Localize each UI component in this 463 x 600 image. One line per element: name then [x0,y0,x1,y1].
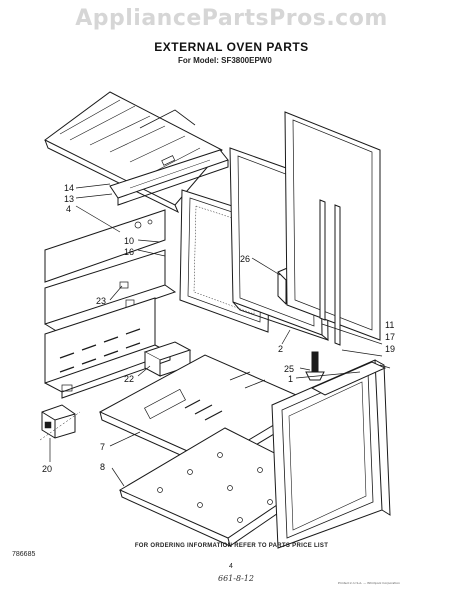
callout-20: 20 [42,464,52,474]
callout-17: 17 [385,332,395,342]
page-number: 4 [229,563,233,570]
leader-lines [49,183,391,487]
callout-1: 1 [288,374,293,384]
handwritten-note: 661-8-12 [218,574,254,583]
ordering-footnote: FOR ORDERING INFORMATION REFER TO PARTS … [134,543,329,549]
callout-11: 11 [385,320,394,330]
callout-22: 22 [124,374,134,384]
callout-10: 10 [124,236,134,246]
callout-13: 13 [64,194,74,204]
watermark: AppliancePartsPros.com [75,6,388,31]
callout-23: 23 [96,296,106,306]
page-title: EXTERNAL OVEN PARTS [154,40,309,54]
model-line: For Model: SF3800EPW0 [178,56,272,65]
small-corner-bracket [39,404,81,441]
copyright-note: Printed in U.S.A. — Whirlpool Corporatio… [338,581,401,585]
callout-16: 16 [124,247,134,257]
callout-19: 19 [385,344,395,354]
drawer-rail [310,361,387,396]
diagram-reference-number: 786685 [12,551,36,558]
callout-4: 4 [66,204,71,214]
callout-26: 26 [240,254,250,264]
callout-25: 25 [284,364,294,374]
drawer-front [271,359,391,549]
callout-7: 7 [100,442,105,452]
side-panel-upper [44,209,166,283]
callout-2: 2 [278,344,283,354]
door-outer-panel [284,111,381,346]
callout-14: 14 [64,183,74,193]
rear-bracket [109,149,229,206]
callout-8: 8 [100,462,105,472]
